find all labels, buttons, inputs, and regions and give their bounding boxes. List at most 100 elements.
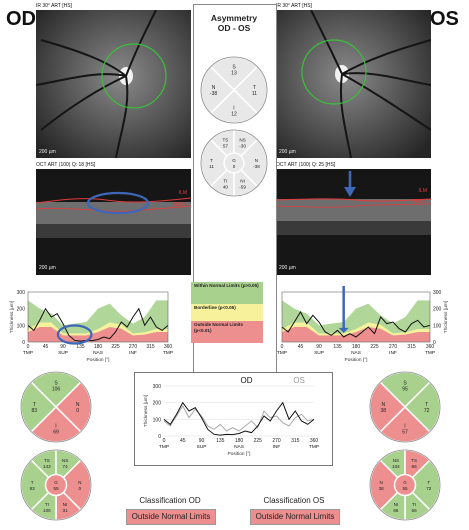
plot-frame [281, 291, 431, 343]
quadrant-value-n: -38 [210, 91, 217, 97]
quadrant-label-t: T [253, 85, 256, 91]
compare-region: INF [273, 444, 281, 450]
sector-label-n: N [255, 158, 258, 163]
sector-label-ni: NI [240, 179, 245, 184]
legend-within: Within Normal Limits (p>0.05) [191, 282, 263, 304]
quadrant-value-n: 38 [381, 408, 387, 414]
legend-outside: Outside Normal Limits (p<0.01) [191, 321, 263, 343]
compare-xtick: 180 [235, 438, 244, 444]
os-fundus-scale: 200 µm [279, 149, 296, 155]
xtick-label: 270 [389, 344, 398, 350]
os-oct-scale: 200 µm [279, 265, 296, 271]
xtick-label: 45 [298, 344, 304, 350]
quadrant-label-s: S [232, 65, 236, 71]
region-label: TMP [23, 350, 33, 356]
quadrant-label-t: T [33, 402, 36, 408]
quadrant-label-i: I [404, 424, 405, 430]
od-fundus-image: 200 µm [36, 10, 191, 158]
xtick-label: 225 [370, 344, 379, 350]
xtick-label: 135 [333, 344, 342, 350]
classification-os-result: Outside Normal Limits [250, 509, 340, 525]
compare-ytick: 100 [153, 417, 162, 423]
sector-label-ti: TI [223, 179, 227, 184]
sector-label-ti: TI [412, 502, 416, 507]
sector-value-ti: 106 [43, 508, 51, 513]
quadrant-value-s: 95 [402, 386, 408, 392]
quadrant-value-t: 72 [424, 408, 430, 414]
quadrant-value-s: 13 [231, 71, 237, 77]
ytick-label: 300 [17, 290, 26, 296]
os-series-line [163, 405, 315, 432]
xtick-label: 360 [164, 344, 173, 350]
compare-region: SUP [197, 444, 207, 450]
xtick-label: 90 [60, 344, 66, 350]
sector-value-ts: 86 [412, 464, 418, 469]
xtick-label: 180 [94, 344, 103, 350]
compare-xtick: 0 [163, 438, 166, 444]
sector-value-ts: 57 [223, 143, 229, 148]
xtick-label: 315 [146, 344, 155, 350]
asymmetry-panel [193, 4, 277, 373]
quadrant-outline [200, 56, 268, 124]
sector-value-ni: -59 [239, 185, 246, 190]
x-axis-label: Position [°] [345, 357, 368, 363]
region-label: TMP [425, 350, 435, 356]
quadrant-label-n: N [212, 85, 216, 91]
quadrant-label-i: I [233, 105, 234, 111]
ytick-label: 0 [22, 340, 25, 346]
plot-frame [27, 291, 169, 343]
quadrant-label-s: S [54, 380, 58, 386]
sector-label-ti: TI [45, 502, 49, 507]
compare-region: NAS [234, 444, 244, 450]
sector-value-ti: 40 [223, 185, 229, 190]
os-label: OS [430, 8, 459, 30]
sector-value-ns: 104 [392, 464, 400, 469]
sector-label-t: T [427, 480, 430, 485]
compare-xtick: 270 [272, 438, 281, 444]
quadrant-value-t: 83 [32, 408, 38, 414]
ytick-label: 100 [17, 323, 26, 329]
xtick-label: 135 [76, 344, 85, 350]
sector-label-g: G [54, 480, 58, 485]
compare-xtick: 225 [254, 438, 263, 444]
quadrant-value-t: 11 [252, 91, 257, 97]
region-label: INF [129, 350, 137, 356]
region-label: TMP [277, 350, 287, 356]
x-axis-label: Position [°] [87, 357, 110, 363]
quadrant-label-s: S [403, 380, 407, 386]
quadrant-value-i: 57 [402, 430, 408, 436]
borderline-band [282, 322, 430, 336]
asymmetry-title-line2: OD - OS [217, 23, 251, 33]
os-rnfl-label: RNFL [413, 199, 427, 205]
ytick-label: 200 [433, 307, 442, 313]
asymmetry-title: Asymmetry OD - OS [193, 13, 275, 33]
xtick-label: 315 [407, 344, 416, 350]
sector-value-ts: 143 [43, 464, 51, 469]
sector-label-t: T [31, 480, 34, 485]
xtick-label: 360 [426, 344, 435, 350]
ytick-label: 0 [433, 340, 436, 346]
classification-od-title: Classification OD [139, 496, 201, 505]
quadrant-value-i: 69 [53, 430, 59, 436]
sector-outline [20, 449, 92, 521]
xtick-label: 270 [129, 344, 138, 350]
sector-label-n: N [78, 480, 81, 485]
os-ilm-label: ILM [418, 188, 427, 194]
quadrant-value-i: 12 [231, 111, 237, 117]
region-label: NAS [351, 350, 361, 356]
od-fundus-caption: IR 30° ART [HS] [36, 3, 72, 9]
sector-label-ni: NI [394, 502, 399, 507]
sector-value-g: 55 [53, 486, 59, 491]
quadrant-value-n: 0 [76, 408, 79, 414]
quadrant-label-t: T [425, 402, 428, 408]
legend-borderline: Borderline (p<0.05) [191, 304, 263, 321]
compare-xtick: 135 [216, 438, 225, 444]
